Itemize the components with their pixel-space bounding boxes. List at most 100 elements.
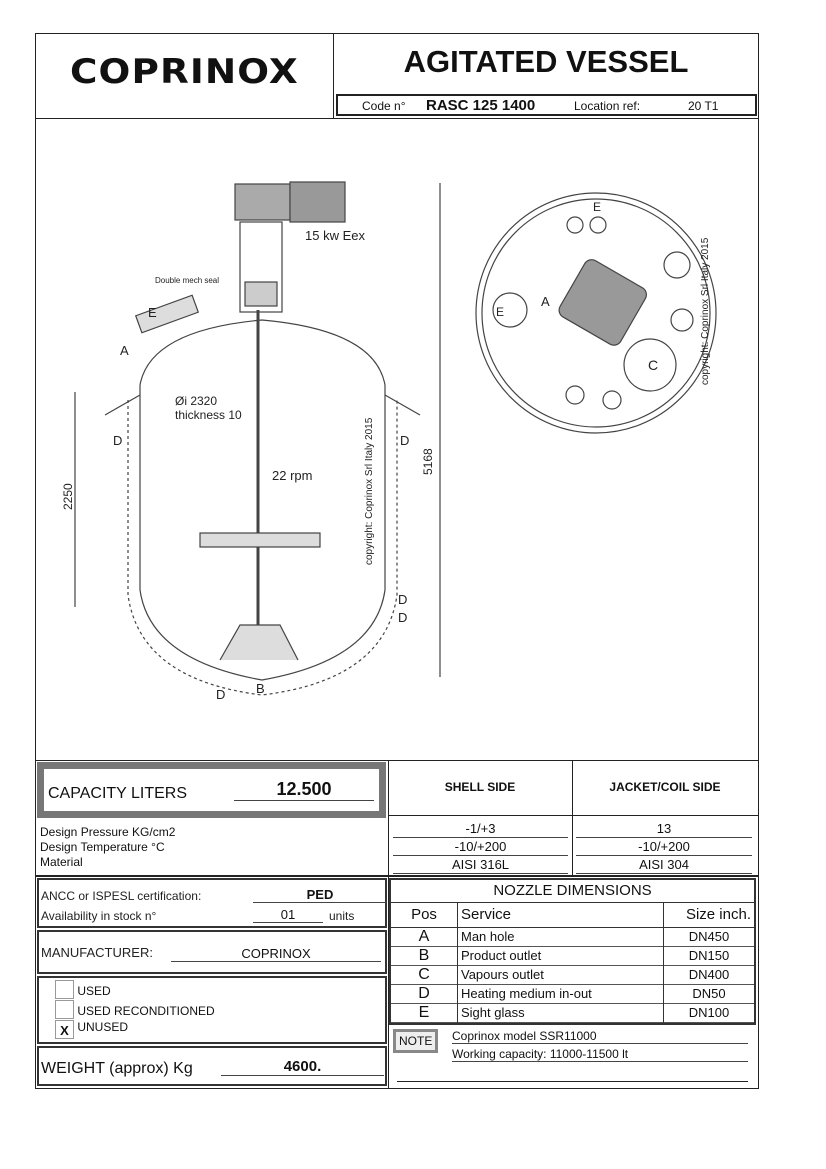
document-title: AGITATED VESSEL	[403, 44, 689, 79]
design-pressure-label: Design Pressure KG/cm2	[40, 825, 176, 839]
nozzle-top-1	[566, 216, 584, 234]
nozzle-right-2	[670, 308, 694, 332]
capacity-value: 12.500	[234, 779, 374, 801]
nozzle-service: Product outlet	[457, 946, 664, 965]
capacity-label: CAPACITY LITERS	[48, 785, 187, 802]
manufacturer-box: MANUFACTURER: COPRINOX	[37, 930, 387, 974]
jacket-pressure: 13	[576, 820, 752, 838]
design-temperature-label: Design Temperature °C	[40, 840, 165, 854]
copyright-top: copyright: Coprinox Srl Italy 2015	[700, 237, 711, 385]
nozzle-size: DN100	[688, 1005, 730, 1020]
jacket-values: 13 -10/+200 AISI 304	[576, 820, 752, 874]
nozzle-box: NOZZLE DIMENSIONS Pos Service Size inch.…	[389, 878, 756, 1025]
label-b: B	[256, 681, 265, 696]
design-bottom-rule	[35, 875, 759, 877]
diameter-label: Øi 2320	[175, 394, 217, 408]
nozzle-title: NOZZLE DIMENSIONS	[391, 880, 754, 903]
code-label: Code n°	[362, 99, 406, 113]
weight-value: 4600.	[221, 1058, 384, 1076]
top-view: C A E E copyright: Coprinox Srl Italy 20…	[475, 192, 717, 434]
vessel-drawing: Double mech seal 15 kw Eex Øi 2320 thick…	[61, 181, 717, 702]
top-label-e2: E	[593, 200, 601, 214]
nozzle-top-2	[589, 216, 607, 234]
side-view: Double mech seal 15 kw Eex Øi 2320 thick…	[61, 181, 441, 702]
checkbox-reconditioned[interactable]	[55, 1000, 74, 1019]
header-divider	[333, 33, 334, 118]
vessel-top-circle	[475, 192, 717, 434]
shell-jacket-divider	[572, 760, 573, 875]
top-label-e: E	[496, 305, 504, 319]
sheet-frame	[35, 33, 759, 1089]
motor	[289, 181, 346, 223]
manhole-a	[134, 294, 200, 334]
label-d-bottom: D	[216, 687, 225, 702]
jacket	[127, 400, 398, 696]
label-d-right: D	[400, 433, 409, 448]
copyright-side: copyright: Coprinox Srl Italy 2015	[364, 417, 375, 565]
label-d-right-3: D	[398, 610, 407, 625]
gearbox-top	[558, 259, 647, 346]
material-label: Material	[40, 855, 83, 869]
certification-value: PED	[253, 887, 387, 903]
code-box: Code n° RASC 125 1400 Location ref: 20 T…	[336, 94, 757, 116]
vessel-top-inner	[481, 198, 711, 428]
motor-body	[234, 183, 291, 221]
nozzle-pos: B	[391, 946, 458, 965]
header-pos: Pos	[391, 903, 458, 927]
condition-used[interactable]: USED	[55, 980, 111, 1002]
shell-values: -1/+3 -10/+200 AISI 316L	[393, 820, 568, 874]
nozzle-size: DN400	[688, 967, 730, 982]
header-size: Size inch.	[685, 906, 751, 924]
impeller	[199, 532, 321, 548]
nozzle-service: Heating medium in-out	[457, 984, 664, 1003]
certification-label: ANCC or ISPESL certification:	[41, 889, 202, 903]
location-value: 20 T1	[688, 99, 719, 113]
top-label-a: A	[541, 294, 550, 309]
weight-box: WEIGHT (approx) Kg 4600.	[37, 1046, 387, 1086]
section-rule	[35, 760, 759, 761]
design-labels: Design Pressure KG/cm2 Design Temperatur…	[40, 825, 175, 870]
code-value: RASC 125 1400	[426, 97, 536, 114]
nozzle-bottom-2	[602, 390, 622, 410]
nozzle-pos: C	[391, 965, 458, 984]
stock-unit: units	[329, 909, 355, 923]
supports	[104, 394, 421, 416]
height-total-label: 5168	[421, 448, 435, 475]
height-shell-label: 2250	[61, 483, 75, 510]
shell-pressure: -1/+3	[393, 820, 568, 838]
checkbox-used[interactable]	[55, 980, 74, 999]
note-blank-line	[397, 1081, 748, 1082]
condition-unused[interactable]: X UNUSED	[55, 1020, 128, 1039]
condition-reconditioned[interactable]: USED RECONDITIONED	[55, 1000, 215, 1022]
capacity-box: CAPACITY LITERS 12.500	[37, 762, 386, 818]
header-service: Service	[457, 903, 664, 927]
checkbox-unused[interactable]: X	[55, 1020, 74, 1039]
note-line-1: Coprinox model SSR11000	[452, 1029, 748, 1044]
condition-reconditioned-label: USED RECONDITIONED	[77, 1004, 215, 1018]
label-d-right-2: D	[398, 592, 407, 607]
condition-unused-label: UNUSED	[77, 1020, 129, 1034]
nozzle-service: Vapours outlet	[457, 965, 664, 984]
label-d-left: D	[113, 433, 122, 448]
shell-side-header: SHELL SIDE	[444, 780, 516, 794]
nozzle-a	[492, 292, 528, 328]
shell	[139, 385, 386, 681]
jacket-side-header: JACKET/COIL SIDE	[609, 780, 721, 794]
stock-value: 01	[253, 907, 323, 923]
manufacturer-label: MANUFACTURER:	[41, 945, 153, 960]
nozzle-right-1	[663, 251, 691, 279]
speed-label: 22 rpm	[272, 468, 312, 483]
top-label-c: C	[648, 357, 658, 373]
nozzle-pos: D	[391, 984, 458, 1003]
jacket-material: AISI 304	[576, 856, 752, 874]
nozzle-pos: E	[391, 1003, 458, 1022]
label-e: E	[148, 305, 157, 320]
stock-label: Availability in stock n°	[41, 909, 157, 923]
weight-label: WEIGHT (approx) Kg	[41, 1060, 193, 1077]
nozzle-pos: A	[391, 927, 458, 946]
nozzle-bottom-1	[565, 385, 585, 405]
